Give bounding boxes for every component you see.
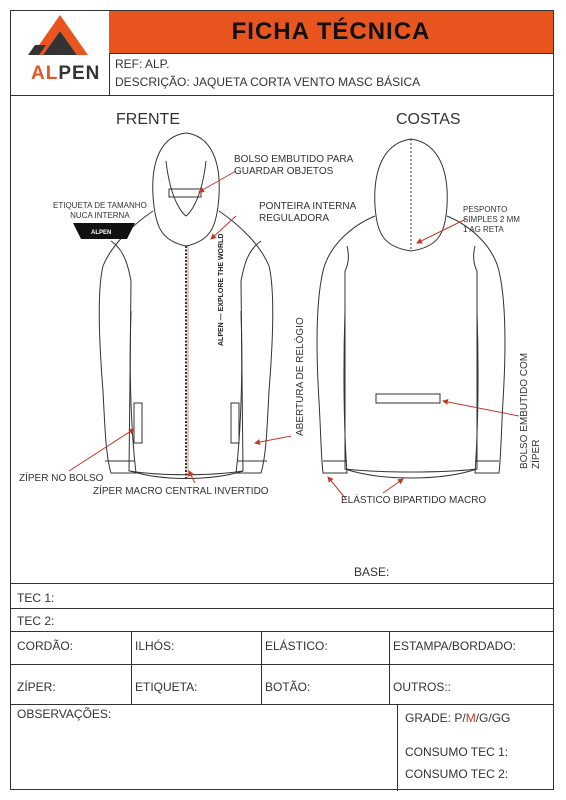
- tec-divider-bottom: [11, 631, 553, 632]
- grade-m: M: [465, 711, 476, 725]
- grid-col-2: [261, 631, 262, 704]
- field-cordao: CORDÃO:: [17, 639, 74, 653]
- annotation-size-label: ETIQUETA DE TAMANHO NUCA INTERNA: [53, 201, 147, 220]
- grade-label: GRADE:: [405, 711, 455, 725]
- brand-al: AL: [31, 63, 59, 84]
- description-field: DESCRIÇÃO: JAQUETA CORTA VENTO MASC BÁSI…: [115, 75, 421, 89]
- annotation-back-pocket: BOLSO EMBUTIDO COM ZÍPER: [519, 352, 542, 469]
- field-botao: BOTÃO:: [265, 680, 311, 694]
- tec-divider-top: [11, 583, 553, 584]
- header-divider: [11, 95, 553, 96]
- back-view-title: COSTAS: [396, 111, 461, 128]
- mountain-logo-icon: [28, 15, 88, 55]
- obs-divider: [397, 704, 398, 791]
- grid-divider-mid: [11, 664, 553, 665]
- annotation-hood-pocket: BOLSO EMBUTIDO PARA GUARDAR OBJETOS: [234, 154, 354, 177]
- size-label-tag: ALPEN: [73, 223, 135, 239]
- brand-wordmark: ALPEN: [31, 63, 100, 85]
- garment-drawings: ALPEN — EXPLORE THE WORLD ALPEN: [68, 132, 520, 500]
- field-outros: OUTROS::: [393, 680, 452, 694]
- annotation-drawcord: PONTEIRA INTERNA REGULADORA: [259, 201, 357, 224]
- back-jacket-drawing: [316, 138, 506, 479]
- annotation-central-zip: ZÍPER MACRO CENTRAL INVERTIDO: [93, 486, 269, 497]
- tec-divider-mid: [11, 608, 553, 609]
- annotation-elastic: ELÁSTICO BIPARTIDO MACRO: [341, 495, 487, 506]
- tec1-field: TEC 1:: [17, 591, 55, 605]
- grade-p: P/: [454, 711, 466, 725]
- annotation-arrows: [68, 170, 520, 500]
- annotation-watch-opening: ABERTURA DE RELÓGIO: [295, 317, 306, 436]
- base-label: BASE:: [354, 565, 390, 579]
- brand-pen: PEN: [58, 63, 101, 84]
- grade-rest: /G/GG: [475, 711, 511, 725]
- field-etiqueta: ETIQUETA:: [135, 680, 198, 694]
- grid-col-3: [389, 631, 390, 704]
- observacoes-field: OBSERVAÇÕES:: [17, 707, 112, 721]
- field-estampa: ESTAMPA/BORDADO:: [393, 639, 516, 653]
- field-ziper: ZÍPER:: [17, 680, 56, 694]
- brand-logo: ALPEN: [11, 11, 110, 95]
- ref-field: REF: ALP.: [115, 57, 170, 71]
- consumo-tec2-field: CONSUMO TEC 2:: [405, 767, 509, 781]
- annotation-zip-pocket: ZÍPER NO BOLSO: [19, 473, 104, 484]
- svg-text:ALPEN: ALPEN: [91, 230, 111, 236]
- front-jacket-drawing: [98, 132, 274, 479]
- title-bar: FICHA TÉCNICA: [109, 11, 553, 54]
- grade-field: GRADE: P/M/G/GG: [405, 711, 510, 725]
- annotation-stitch: PESPONTO SIMPLES 2 MM 1 AG RETA: [463, 205, 520, 234]
- tec2-field: TEC 2:: [17, 614, 55, 628]
- tech-sheet: ALPEN FICHA TÉCNICA REF: ALP. DESCRIÇÃO:…: [10, 10, 554, 791]
- grid-divider-bottom: [11, 704, 553, 705]
- field-ilhos: ILHÓS:: [135, 639, 175, 653]
- field-elastico: ELÁSTICO:: [265, 639, 328, 653]
- front-view-title: FRENTE: [116, 111, 180, 128]
- page-title: FICHA TÉCNICA: [231, 18, 431, 45]
- sleeve-print-text: ALPEN — EXPLORE THE WORLD: [218, 234, 225, 346]
- consumo-tec1-field: CONSUMO TEC 1:: [405, 745, 509, 759]
- grid-col-1: [131, 631, 132, 704]
